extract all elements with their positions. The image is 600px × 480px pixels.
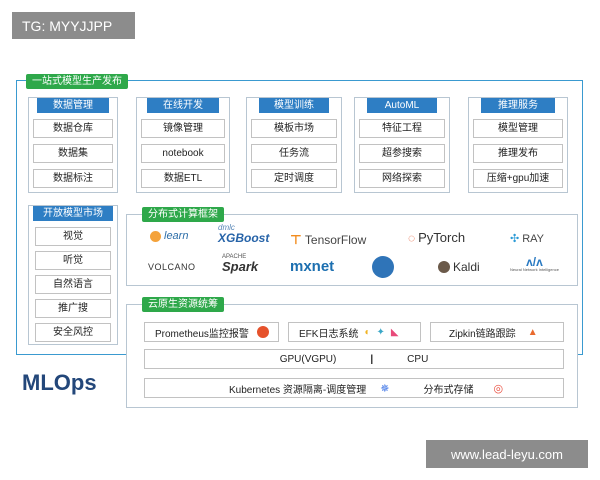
spark-label: Spark (222, 259, 259, 274)
framework-panel (126, 214, 578, 286)
module-data-management: 数据管理 数据仓库 数据集 数据标注 (28, 97, 118, 193)
module-item: 数据标注 (33, 169, 113, 188)
module-item: 数据ETL (141, 169, 225, 188)
elasticsearch-icon: ◐ (364, 326, 371, 338)
watermark: www.lead-leyu.com (426, 440, 588, 468)
kubernetes-icon: ✵ (380, 382, 390, 395)
module-item: 模板市场 (251, 119, 337, 138)
module-model-training: 模型训练 模板市场 任务流 定时调度 (246, 97, 342, 193)
mxnet-label: mxnet (290, 258, 335, 275)
volcano-label: VOLCANO (148, 262, 196, 272)
module-item: 压缩+gpu加速 (473, 169, 563, 188)
sklearn-logo: learn (150, 230, 188, 242)
kubernetes-box: Kubernetes 资源隔离-调度管理 ✵ 分布式存储 ◎ (144, 378, 564, 398)
market-item: 视觉 (35, 227, 111, 246)
nni-icon: ʌ/ʌ (526, 255, 543, 269)
model-market: 开放模型市场 视觉 听觉 自然语言 推广搜 安全风控 (28, 205, 118, 345)
module-item: 镜像管理 (141, 119, 225, 138)
module-automl: AutoML 特征工程 超参搜索 网络探索 (354, 97, 450, 193)
xgboost-label: XGBoost (218, 231, 270, 245)
tensorflow-label: TensorFlow (304, 233, 367, 247)
ray-logo: ✣ RAY (510, 232, 545, 246)
market-item: 自然语言 (35, 275, 111, 294)
kaldi-icon (438, 261, 450, 273)
mxnet-logo: mxnet (290, 258, 334, 275)
market-item: 安全风控 (35, 323, 111, 342)
module-title: 数据管理 (37, 98, 109, 113)
pytorch-label: PyTorch (418, 230, 466, 245)
gpu-label: GPU(VGPU) (279, 353, 337, 365)
spark-prefix: APACHE (222, 254, 247, 260)
efk-box: EFK日志系统 ◐ ✦ ◣ (288, 322, 421, 342)
cloud-label: 云原生资源统筹 (142, 297, 224, 312)
zipkin-box: Zipkin链路跟踪 ▲ (430, 322, 564, 342)
module-title: 在线开发 (147, 98, 219, 113)
market-item: 推广搜 (35, 299, 111, 318)
kubernetes-label: Kubernetes 资源隔离-调度管理 (229, 384, 367, 396)
pytorch-logo: ◌ PyTorch (408, 230, 465, 245)
nni-label: Neural Network Intelligence (510, 267, 559, 272)
sklearn-icon (150, 230, 161, 242)
sklearn-label: learn (164, 230, 189, 242)
module-item: 数据仓库 (33, 119, 113, 138)
module-item: notebook (141, 144, 225, 163)
module-title: 模型训练 (259, 98, 329, 113)
xgboost-logo: dmlc XGBoost (218, 223, 270, 245)
module-inference: 推理服务 模型管理 推理发布 压缩+gpu加速 (468, 97, 568, 193)
framework-label: 分布式计算框架 (142, 207, 224, 222)
tensorflow-icon: ⊤ (290, 232, 302, 247)
horovod-icon (372, 256, 394, 278)
prometheus-icon (256, 326, 269, 338)
zipkin-icon: ▲ (527, 326, 538, 338)
platform-label: 一站式模型生产发布 (26, 74, 128, 89)
efk-label: EFK日志系统 (299, 328, 359, 340)
module-online-dev: 在线开发 镜像管理 notebook 数据ETL (136, 97, 230, 193)
module-title: AutoML (367, 98, 437, 113)
nni-logo: ʌ/ʌ Neural Network Intelligence (510, 256, 559, 272)
kaldi-label: Kaldi (453, 260, 480, 274)
module-item: 任务流 (251, 144, 337, 163)
tg-badge: TG: MYYJJPP (12, 12, 135, 39)
module-item: 超参搜索 (359, 144, 445, 163)
module-item: 特征工程 (359, 119, 445, 138)
tensorflow-logo: ⊤ TensorFlow (290, 232, 366, 248)
spark-logo: APACHE Spark (222, 254, 258, 273)
market-item: 听觉 (35, 251, 111, 270)
kibana-icon: ◣ (390, 326, 399, 338)
prometheus-label: Prometheus监控报警 (155, 328, 249, 340)
module-title: 推理服务 (481, 98, 555, 113)
compute-separator: | (370, 353, 374, 365)
module-item: 网络探索 (359, 169, 445, 188)
storage-icon: ◎ (493, 382, 504, 395)
module-item: 模型管理 (473, 119, 563, 138)
volcano-logo: VOLCANO (148, 262, 196, 272)
zipkin-label: Zipkin链路跟踪 (449, 328, 516, 340)
storage-label: 分布式存储 (423, 384, 474, 396)
cpu-label: CPU (407, 353, 429, 365)
ray-label: RAY (522, 232, 545, 245)
prometheus-box: Prometheus监控报警 (144, 322, 279, 342)
fluentd-icon: ✦ (376, 326, 385, 338)
market-title: 开放模型市场 (33, 206, 113, 221)
page-title: MLOps (22, 370, 97, 395)
kaldi-logo: Kaldi (438, 260, 480, 274)
xgboost-prefix: dmlc (218, 223, 235, 232)
module-item: 定时调度 (251, 169, 337, 188)
pytorch-icon: ◌ (408, 230, 416, 245)
compute-box: GPU(VGPU) | CPU (144, 349, 564, 369)
module-item: 数据集 (33, 144, 113, 163)
ray-icon: ✣ (510, 233, 520, 245)
module-item: 推理发布 (473, 144, 563, 163)
